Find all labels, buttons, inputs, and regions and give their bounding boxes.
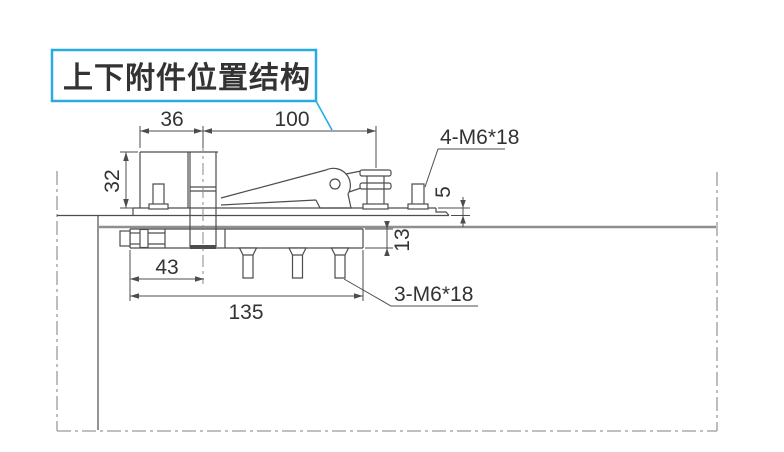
lower-attachment (119, 228, 364, 279)
dim-lever-span: 100 (274, 108, 309, 131)
panel-phantom-outline (56, 171, 718, 432)
dim-plate-thickness: 5 (432, 186, 455, 198)
title-box (50, 48, 318, 103)
callout-top-bolts-label: 4-M6*18 (440, 126, 519, 149)
dim-pin-offset: 43 (155, 256, 178, 279)
bottom-bolt-3 (330, 247, 350, 279)
t-adjuster (359, 169, 392, 210)
spindle-column (189, 140, 217, 284)
left-bolt (148, 183, 169, 210)
lever-arm (220, 167, 362, 209)
dimension-5: 5 (432, 186, 470, 227)
dim-bar-length: 135 (228, 301, 263, 324)
dimension-13: 13 (365, 221, 414, 256)
callout-bottom-bolts: 3-M6*18 (343, 278, 478, 307)
title-callout: 上下附件位置结构 (50, 48, 333, 131)
bottom-bolt-2 (288, 247, 307, 279)
bottom-bolt-1 (238, 247, 258, 279)
dim-box-width: 36 (160, 108, 183, 131)
upper-attachment (139, 140, 429, 284)
dimension-135: 135 (130, 250, 364, 324)
callout-top-bolts: 4-M6*18 (424, 126, 519, 188)
right-bolt (407, 183, 429, 210)
pivot-pin (119, 228, 165, 249)
dimension-36-100: 36 100 (139, 108, 377, 168)
callout-bottom-bolts-label: 3-M6*18 (394, 283, 473, 306)
bottom-bolts (238, 247, 350, 279)
pivot-hole (329, 178, 341, 190)
dimension-43: 43 (129, 250, 204, 301)
dim-box-height: 32 (101, 169, 124, 192)
title-leader-line (315, 100, 333, 131)
clamp-box (139, 151, 218, 208)
drawing-title: 上下附件位置结构 (63, 61, 311, 95)
dim-bar-thickness: 13 (391, 228, 414, 251)
dimension-32: 32 (101, 151, 138, 209)
